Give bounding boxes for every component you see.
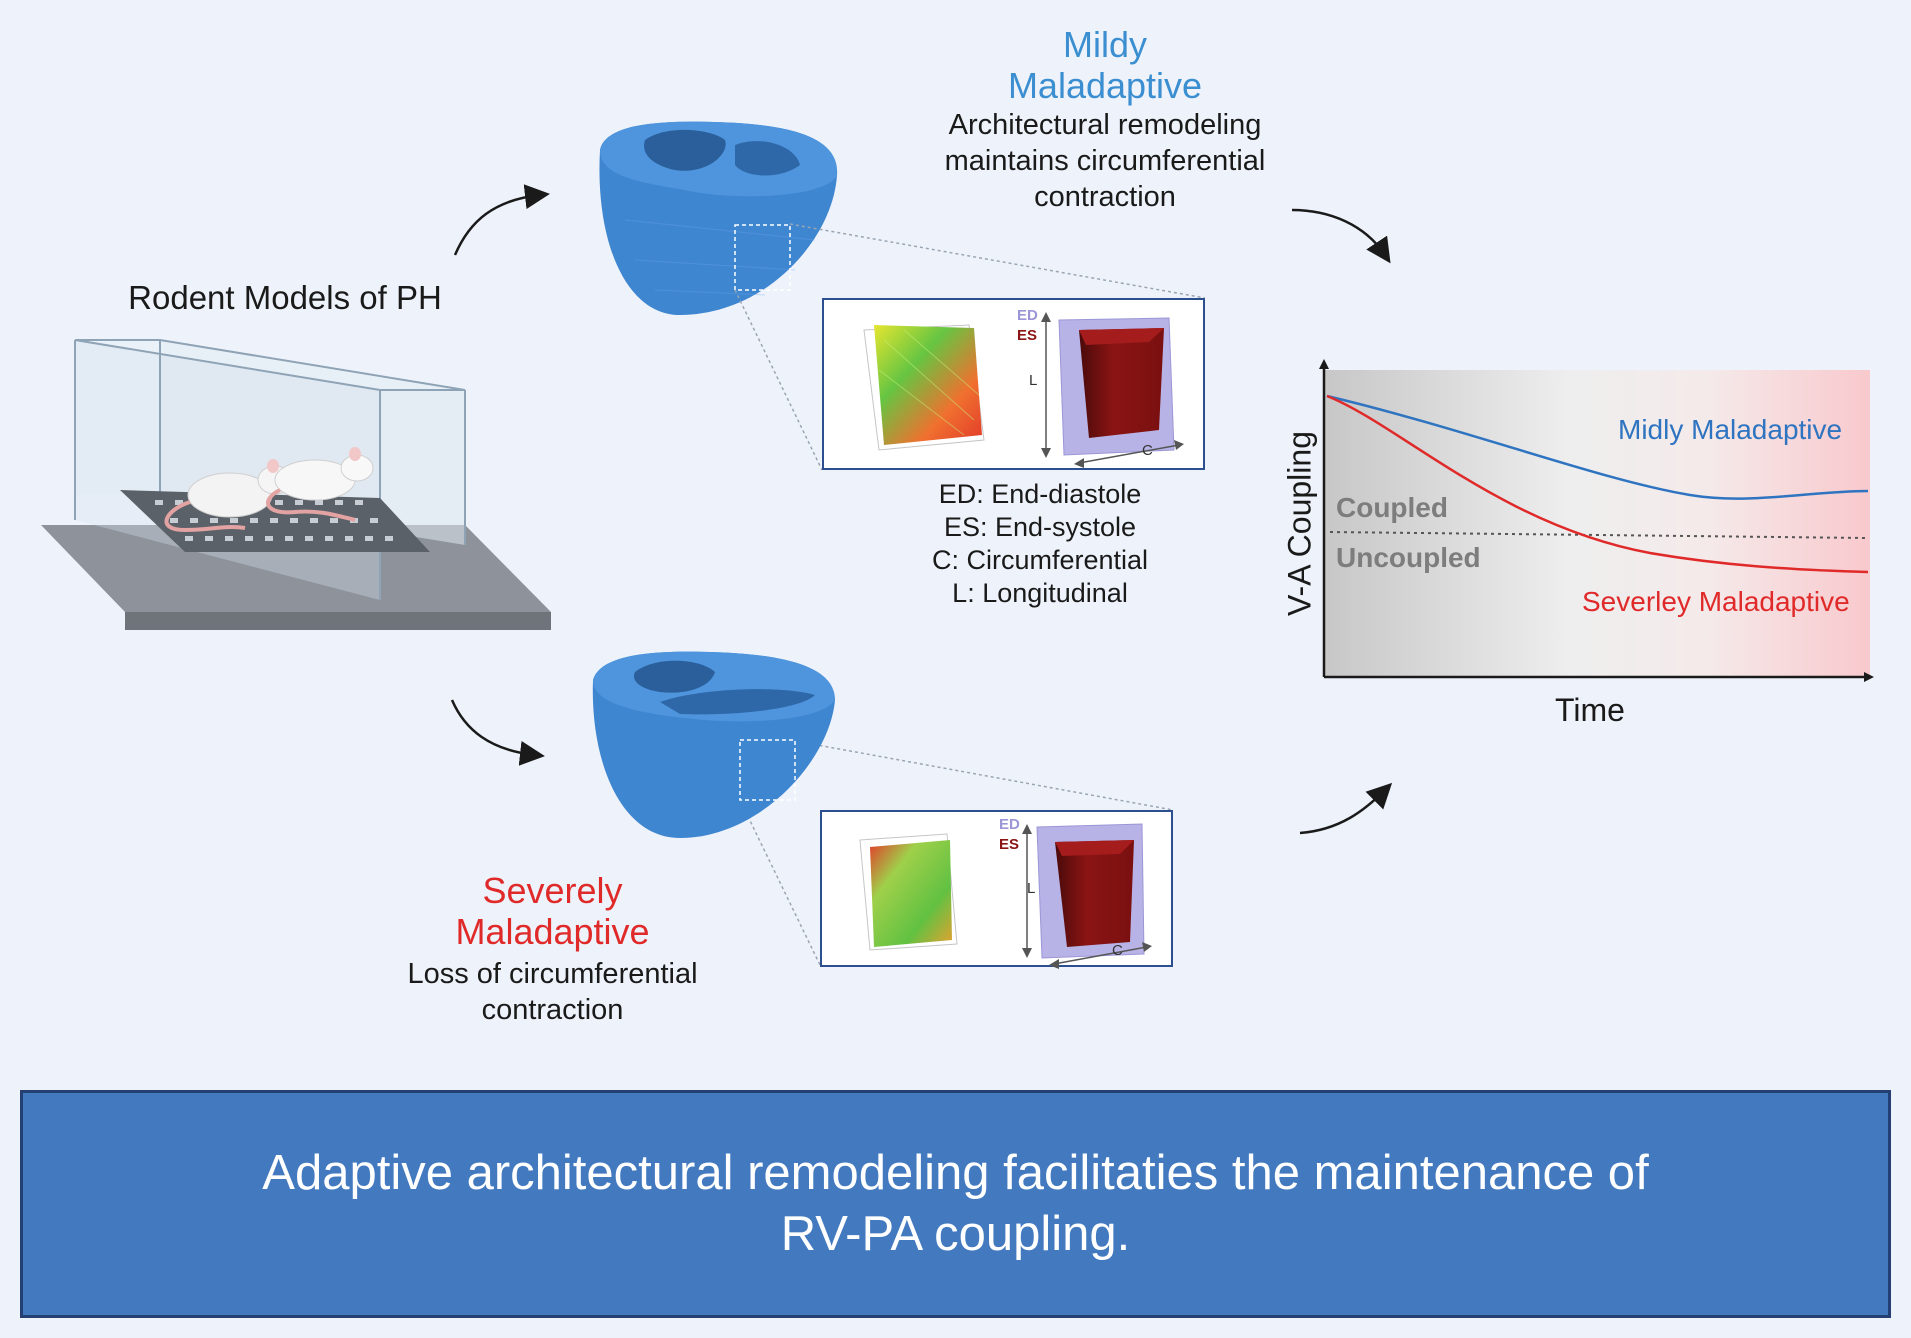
series-line-severely [1326,394,1869,574]
series-line-mildly [1326,394,1869,500]
heart-model-mildly [599,121,838,315]
rodent-cage-illustration [41,339,551,630]
rat-icon [266,447,374,522]
rodent-label: Rodent Models of PH [128,279,442,316]
threshold-label-uncoupled: Uncoupled [1336,542,1481,573]
conclusion-line1: Adaptive architectural remodeling facili… [262,1146,1649,1200]
strain-inset-mildly: ED ES L C [822,298,1205,470]
series-label-mildly: Midly Maladaptive [1618,414,1843,445]
mildly-title-line2: Maladaptive [1007,65,1203,106]
arrow-mildly-to-chart [1291,208,1391,264]
legend-item: L: Longitudinal [952,578,1128,608]
arrow-to-mildly [453,184,550,256]
mildly-title: Mildy Maladaptive [1000,24,1210,106]
arrow-severely-to-chart [1299,782,1393,835]
mildly-desc-line3: contraction [1034,181,1176,213]
legend-item: ED: End-diastole [938,479,1142,509]
severely-description: Loss of circumferential contraction [375,956,730,1028]
conclusion-line2: RV-PA coupling. [780,1207,1131,1261]
strain-inset-severely-graphic [859,823,1152,969]
arrow-to-severely [450,699,545,766]
severely-title-line1: Severely [482,870,623,911]
mildly-description: Architectural remodeling maintains circu… [905,107,1305,215]
c-label: C [1142,442,1153,459]
mildly-title-line1: Mildy [1062,24,1147,65]
legend-item: ES: End-systole [943,512,1137,542]
coupling-threshold-line [1329,531,1867,539]
es-label: ES [999,836,1020,853]
mildly-desc-line2: maintains circumferential [944,145,1266,177]
severely-desc-line1: Loss of circumferential [407,958,698,990]
series-label-severely: Severley Maladaptive [1582,586,1850,617]
conclusion-banner: Adaptive architectural remodeling facili… [20,1090,1891,1318]
mildly-desc-line1: Architectural remodeling [948,109,1262,141]
ed-label: ED [999,816,1020,833]
chart-y-label: V-A Coupling [1281,431,1318,617]
chart-x-label: Time [1555,692,1625,728]
strain-inset-mildly-graphic [863,312,1184,468]
threshold-label-coupled: Coupled [1336,492,1448,523]
chart-plot-area [1324,370,1870,677]
ed-label: ED [1017,307,1038,324]
strain-inset-severely: ED ES L C [820,810,1173,969]
c-label: C [1112,942,1123,959]
severely-title-line2: Maladaptive [455,911,650,952]
v-a-coupling-chart [1319,359,1874,682]
l-label: L [1027,880,1036,897]
legend-item: C: Circumferential [931,545,1149,575]
conclusion-text: Adaptive architectural remodeling facili… [156,1143,1756,1265]
l-label: L [1029,372,1038,389]
severely-desc-line2: contraction [481,994,624,1026]
abbreviation-legend: ED: End-diastole ES: End-systole C: Circ… [870,478,1210,610]
es-label: ES [1017,327,1038,344]
heart-model-severely [592,651,835,838]
severely-title: Severely Maladaptive [430,870,675,952]
